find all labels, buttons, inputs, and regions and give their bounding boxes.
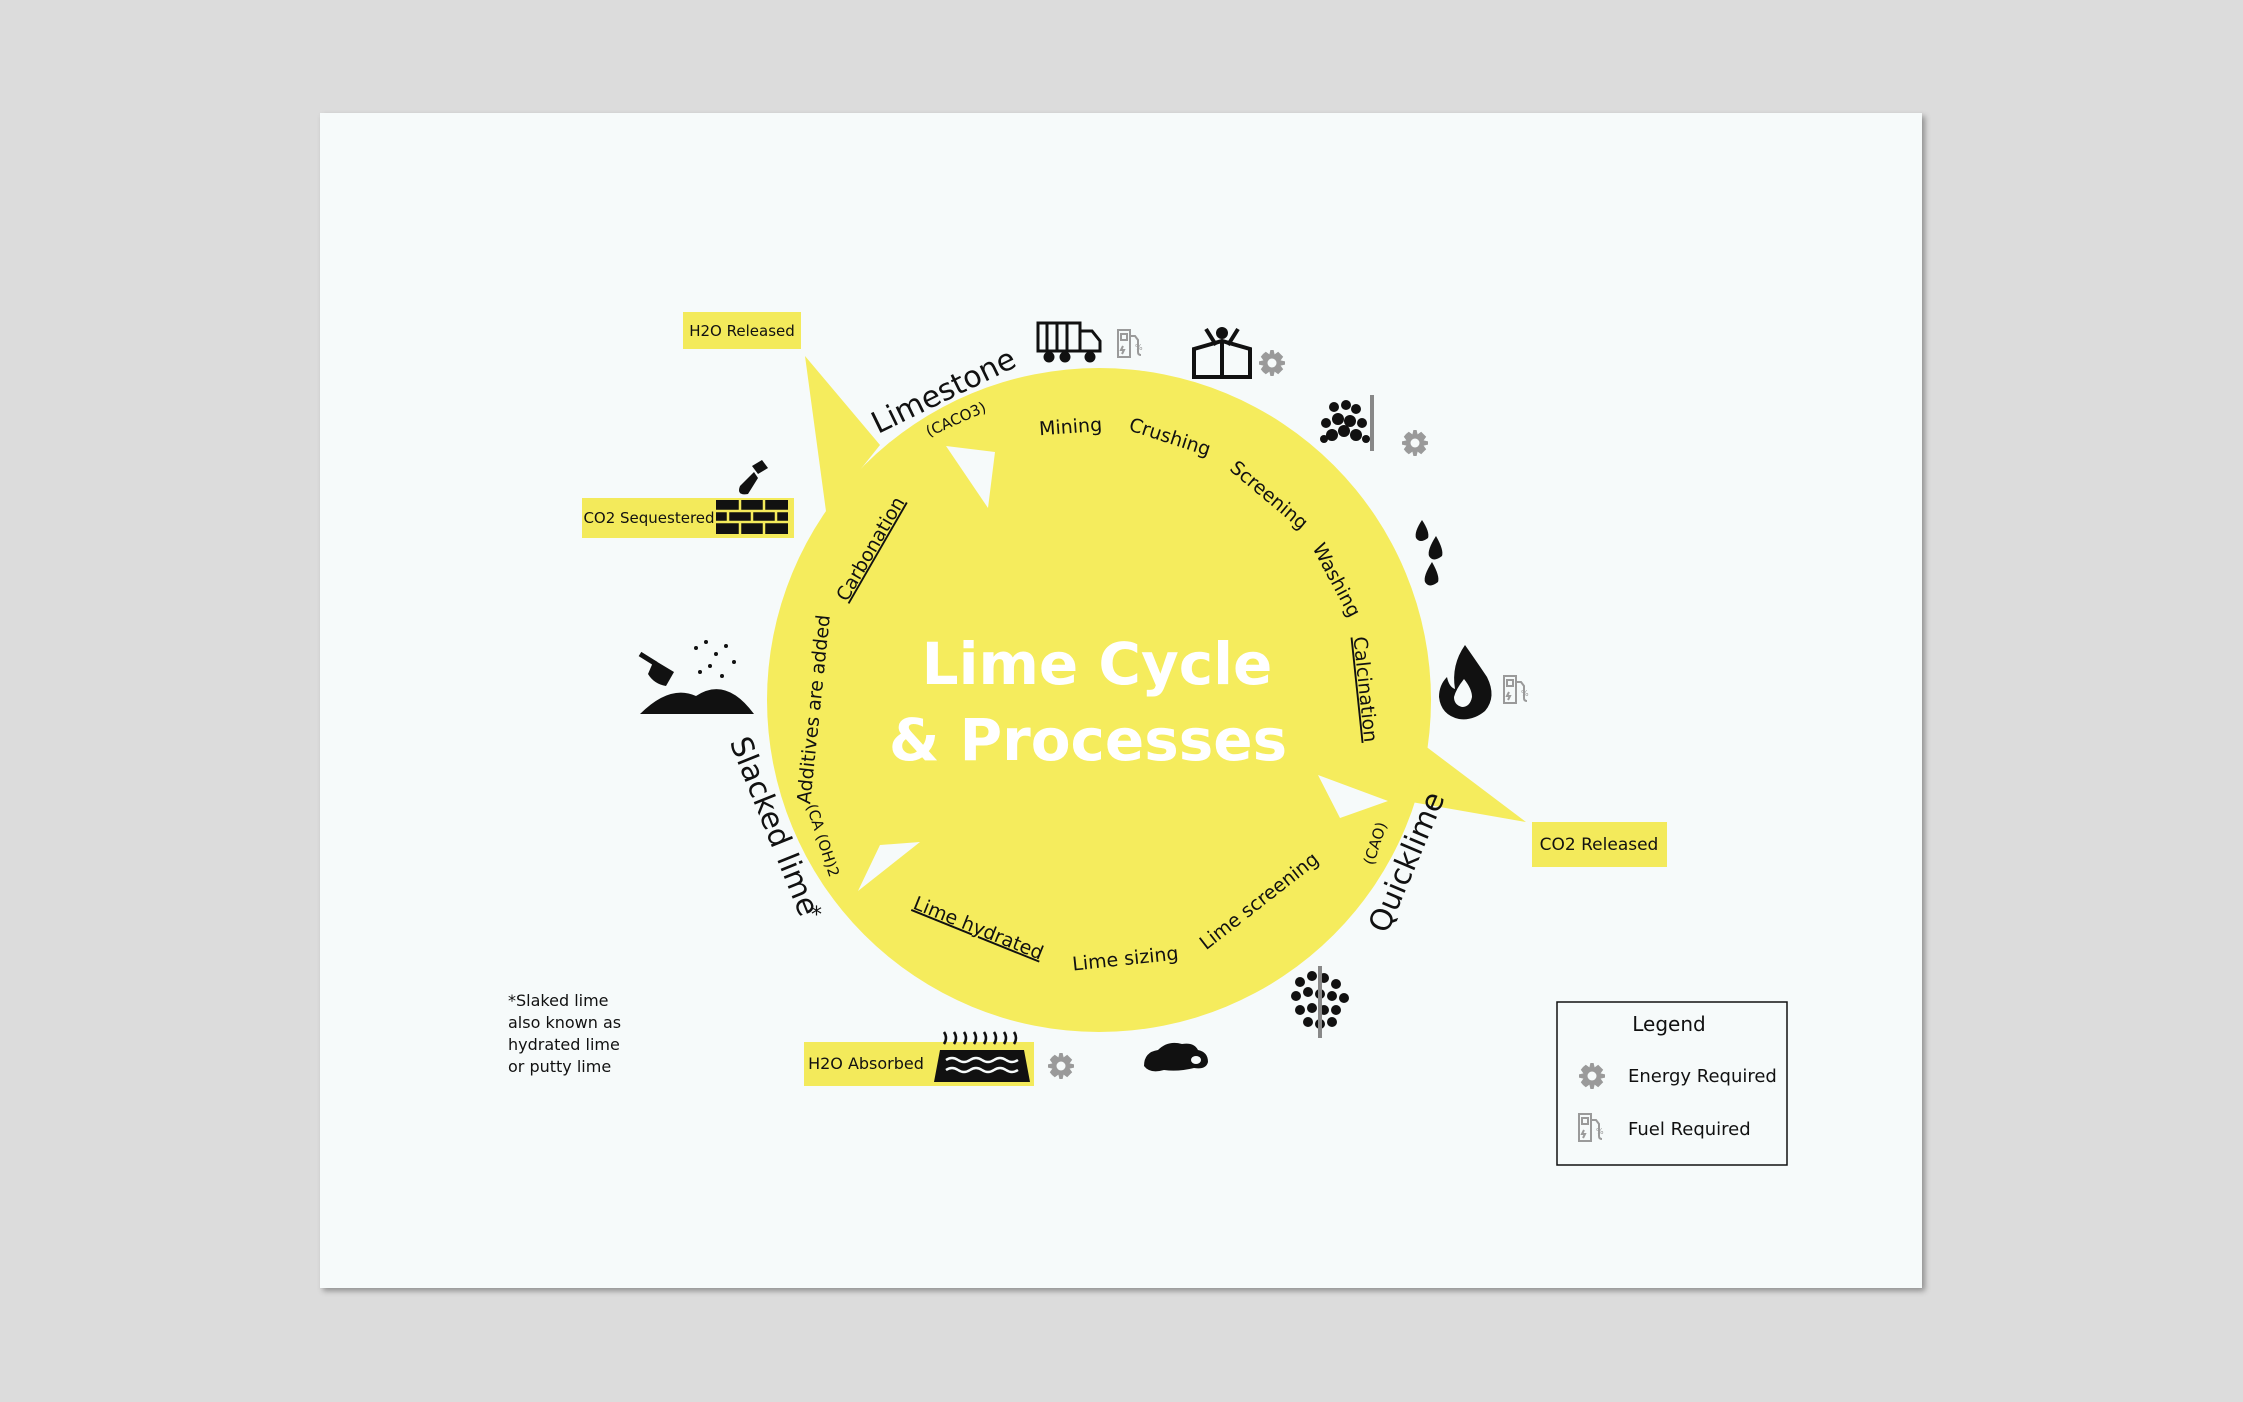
callout-h2o-released-box: [683, 312, 801, 349]
hydrating-tray-icon: [934, 1031, 1030, 1082]
legend-label-fuel: Fuel Required: [1628, 1119, 1751, 1140]
shovel-sand-icon: [638, 640, 754, 714]
lime-granules-icon: [1291, 966, 1349, 1038]
arrowhead-top: [946, 446, 995, 508]
cycle-circle: [767, 368, 1431, 1032]
quicklime-lump-icon: [1144, 1042, 1208, 1072]
diagram-title-line2: & Processes: [889, 706, 1287, 774]
co2-released-tail: [1400, 742, 1526, 822]
truck-icon: [1036, 321, 1102, 363]
trowel-bricks-icon: [716, 460, 788, 534]
crushed-stones-icon: [1320, 395, 1374, 451]
footnote-line-4: or putty lime: [508, 1057, 611, 1076]
callout-h2o-absorbed: H2O Absorbed: [808, 1054, 924, 1073]
callout-h2o-released: H2O Released: [689, 322, 795, 340]
legend-box: [1556, 1001, 1788, 1166]
stage-slaked-star: *: [811, 903, 822, 928]
arrowhead-left: [858, 842, 920, 891]
arrowhead-right: [1318, 775, 1388, 818]
callout-co2-released-box: [1532, 822, 1667, 867]
footnote-line-1: *Slaked lime: [508, 991, 609, 1010]
legend-label-energy: Energy Required: [1628, 1066, 1777, 1087]
mining-icon: [1192, 327, 1252, 379]
water-drops-icon: [1415, 520, 1443, 586]
flame-icon: [1439, 645, 1492, 720]
footnote-line-2: also known as: [508, 1013, 621, 1032]
h2o-released-tail: [805, 356, 880, 600]
legend-title: Legend: [1632, 1012, 1705, 1036]
footnote-line-3: hydrated lime: [508, 1035, 620, 1054]
callout-co2-sequestered: CO2 Sequestered: [583, 509, 714, 527]
diagram-title-line1: Lime Cycle: [922, 630, 1273, 698]
legend: Legend Energy Required Fuel Required: [1556, 1001, 1788, 1166]
process-mining: Mining: [1038, 414, 1102, 440]
callout-co2-released: CO2 Released: [1540, 835, 1659, 855]
